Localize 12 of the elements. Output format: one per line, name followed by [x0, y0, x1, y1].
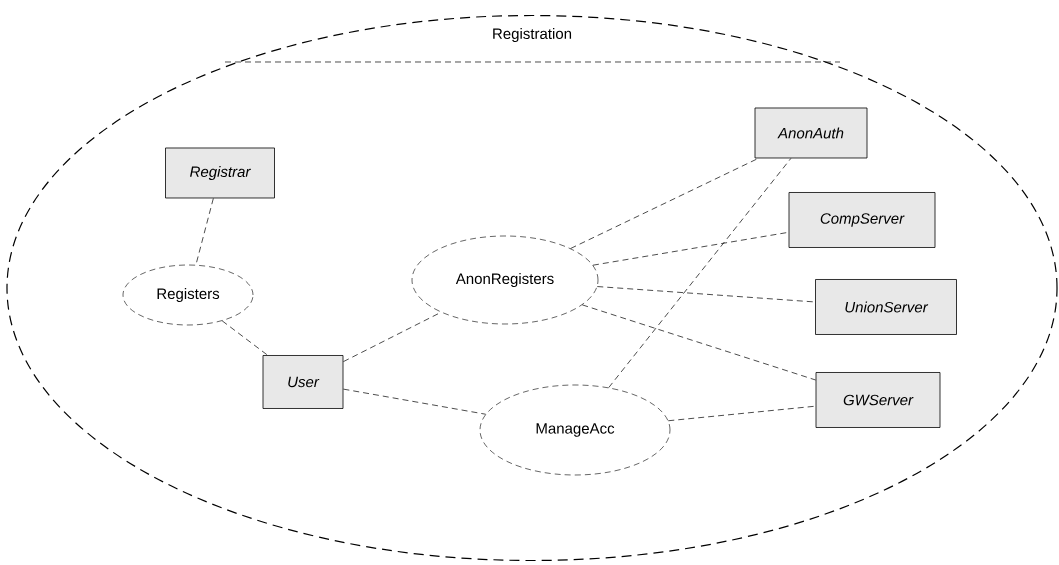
connector-line [581, 304, 816, 381]
actor-box: User [262, 355, 344, 409]
connector-line [608, 158, 792, 388]
connector-line [343, 388, 487, 415]
actor-box: UnionServer [815, 279, 957, 335]
actor-box: GWServer [815, 372, 941, 428]
connector-line [667, 405, 816, 422]
actor-box: Registrar [165, 147, 275, 199]
connector-line [221, 320, 268, 356]
actor-box: CompServer [788, 192, 936, 248]
actor-box: AnonAuth [754, 107, 868, 159]
connector-line [570, 158, 759, 249]
